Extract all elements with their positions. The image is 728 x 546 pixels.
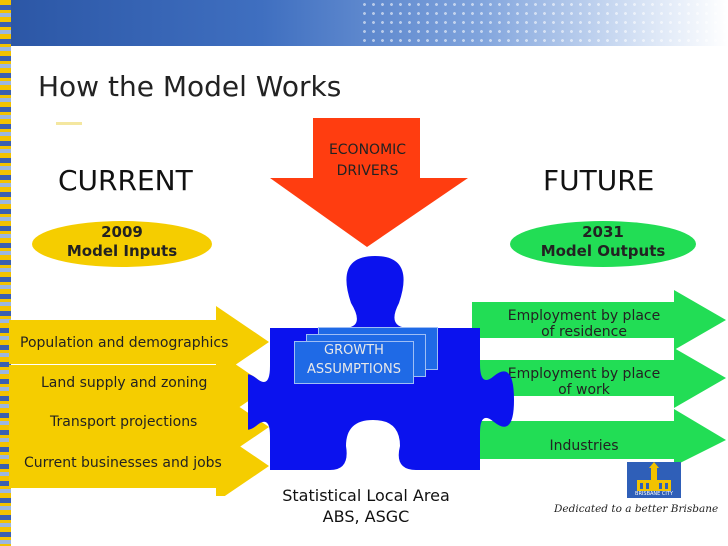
model-outputs-oval: 2031 Model Outputs: [510, 221, 696, 267]
output-label-industries: Industries: [484, 438, 684, 454]
output-arrow-work: [472, 348, 726, 408]
output-label-industries-line1: Industries: [549, 438, 619, 454]
logo-text: BRISBANE CITY: [635, 491, 673, 497]
economic-drivers-arrow: [270, 118, 468, 247]
output-label-residence-line1: Employment by place: [507, 308, 661, 324]
output-label-residence-line2: of residence: [541, 324, 627, 340]
left-decor-strip: [0, 0, 11, 546]
input-arrow-businesses: [9, 430, 269, 496]
output-label-work-line1: Employment by place: [507, 366, 661, 382]
current-heading: CURRENT: [58, 164, 193, 197]
city-hall-icon: [637, 462, 671, 491]
inputs-year: 2009: [101, 223, 143, 241]
inputs-label: Model Inputs: [66, 242, 178, 260]
output-label-work-line2: of work: [558, 382, 610, 398]
output-arrow-residence: [472, 290, 726, 350]
economic-drivers-label-line1: ECONOMIC: [328, 142, 407, 158]
future-heading: FUTURE: [543, 164, 655, 197]
input-label-transport: Transport projections: [50, 414, 198, 430]
input-label-population: Population and demographics: [20, 335, 229, 351]
input-label-land-supply: Land supply and zoning: [41, 375, 208, 391]
header-band-pattern: [360, 0, 728, 46]
bottom-caption-line2: ABS, ASGC: [322, 507, 410, 526]
output-label-work: Employment by place of work: [484, 366, 684, 398]
outputs-year: 2031: [582, 223, 624, 241]
growth-assumptions-label: GROWTH ASSUMPTIONS: [294, 341, 414, 379]
outputs-label: Model Outputs: [540, 242, 666, 260]
input-arrows: [9, 306, 269, 496]
economic-drivers-arrow-shape: [270, 118, 468, 247]
output-label-residence: Employment by place of residence: [484, 308, 684, 340]
title-accent: [56, 122, 82, 125]
brisbane-city-logo: BRISBANE CITY: [627, 462, 681, 498]
growth-label-line1: GROWTH: [324, 343, 384, 358]
output-arrows: [472, 290, 726, 466]
economic-drivers-label-line2: DRIVERS: [336, 163, 399, 179]
growth-card-front: [294, 341, 414, 384]
output-arrow-industries: [472, 409, 726, 466]
growth-label-line2: ASSUMPTIONS: [307, 362, 401, 377]
input-label-businesses: Current businesses and jobs: [24, 455, 222, 471]
tagline: Dedicated to a better Brisbane: [554, 503, 719, 515]
bottom-caption-line1: Statistical Local Area: [282, 486, 450, 505]
input-arrow-population: [9, 306, 269, 378]
model-inputs-oval: 2009 Model Inputs: [32, 221, 212, 267]
slide-title: How the Model Works: [38, 70, 342, 103]
